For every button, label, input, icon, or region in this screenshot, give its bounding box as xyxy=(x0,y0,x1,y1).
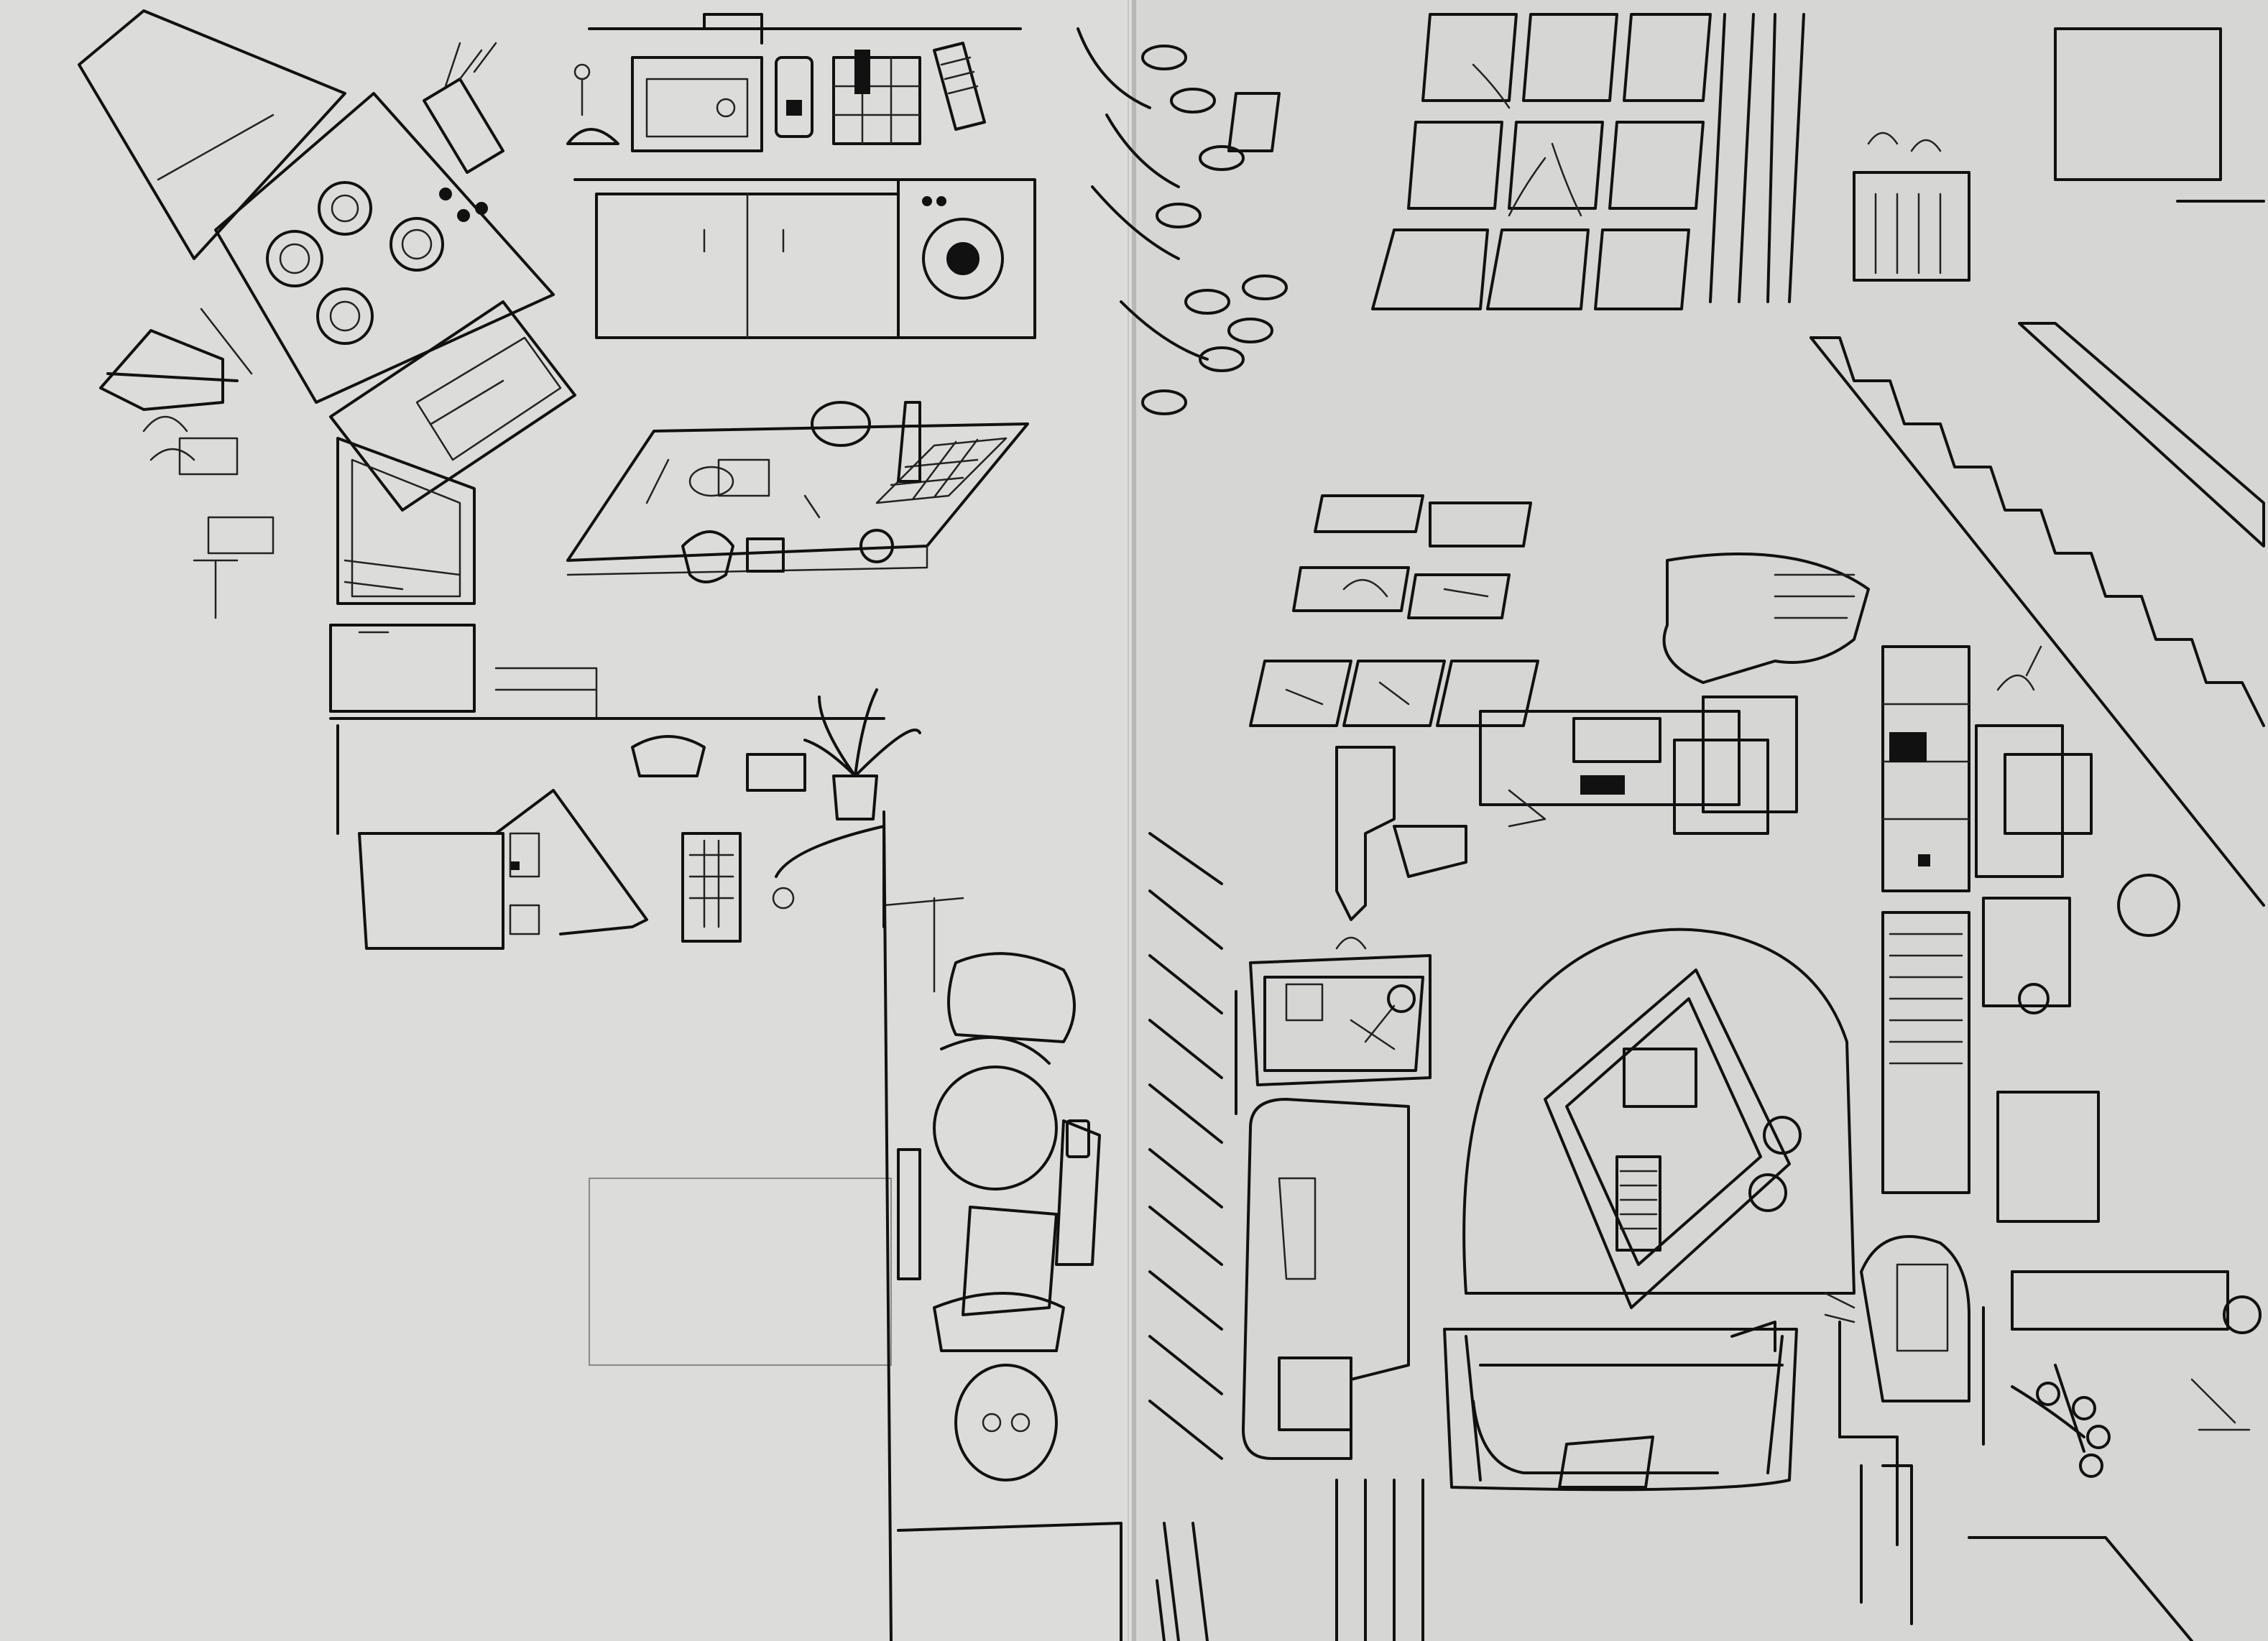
lower-cupboard xyxy=(631,735,806,943)
right-page xyxy=(1134,0,2268,1641)
staircase-icon xyxy=(1810,200,2265,907)
curtain-icon xyxy=(1709,13,1805,303)
stove-icon xyxy=(214,92,555,404)
range-hood-icon xyxy=(78,9,346,260)
jar-icon xyxy=(775,56,813,138)
window-grid-icon xyxy=(1371,13,1712,310)
oven-icon xyxy=(329,300,576,512)
hallway-wall xyxy=(882,810,1123,1641)
cutting-board-icon xyxy=(99,308,253,411)
towel-icon xyxy=(933,42,986,131)
grater-icon xyxy=(193,516,275,619)
wall-lamp-icon xyxy=(2117,874,2180,937)
floor-planks xyxy=(1148,832,1223,1641)
bookshelf-icon xyxy=(1881,645,1970,1194)
sofa-legs xyxy=(1335,1479,1424,1641)
sofa-icon xyxy=(1443,1321,1798,1492)
washing-machine-icon xyxy=(897,178,1036,339)
stool-icon xyxy=(882,897,964,993)
dish-rack-icon xyxy=(832,50,921,145)
armchair-icon xyxy=(1824,1235,1985,1446)
side-cabinet-icon xyxy=(1975,645,2100,1223)
fridge-icon xyxy=(358,789,648,950)
radiator-icon xyxy=(1853,131,1970,282)
side-table-icon xyxy=(1838,1436,1913,1625)
sink-icon xyxy=(631,13,763,152)
round-rug-icon xyxy=(1462,928,1856,1295)
utensil-cup-icon xyxy=(423,42,504,174)
desk-icon xyxy=(1335,553,1870,921)
kitchen-island-icon xyxy=(566,401,1029,576)
coffee-table-icon xyxy=(1544,969,1802,1309)
sofa-icon xyxy=(1242,1098,1410,1460)
bench-icon xyxy=(2011,1270,2229,1331)
wall-picture xyxy=(2054,27,2222,181)
island-stools xyxy=(681,529,894,583)
plant-icon xyxy=(803,688,921,820)
bowl-icon xyxy=(566,63,619,145)
tv-cabinet-icon xyxy=(1235,936,1432,1115)
plant-icon xyxy=(2011,1295,2262,1478)
herb-pot-icon xyxy=(142,415,239,476)
cabinet-doors-icon xyxy=(1249,494,1539,727)
rug-edge xyxy=(1968,1536,2193,1641)
plant-icon xyxy=(1077,27,1288,415)
faint-table xyxy=(589,1178,892,1366)
person-icon xyxy=(897,952,1101,1481)
left-page xyxy=(0,0,1134,1641)
